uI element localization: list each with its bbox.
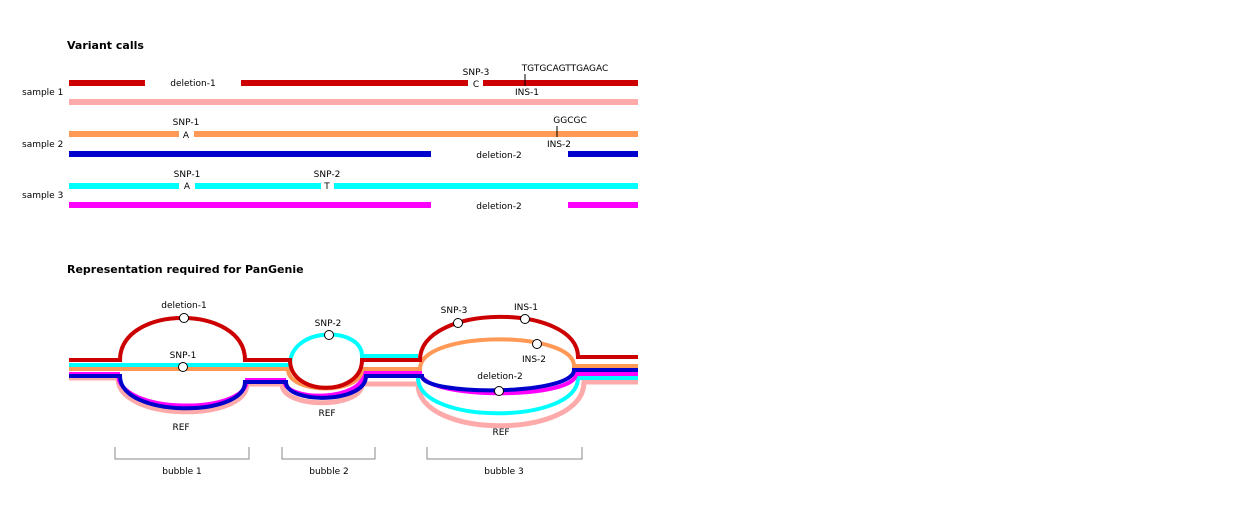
sample-1-haplotype-1 [69,74,638,86]
variation-graph [69,314,638,429]
bubble-1-bracket [114,447,250,460]
snp-1-allele: A [183,131,190,141]
bubble-1-label: bubble 1 [162,467,201,477]
variant-calls-title: Variant calls [67,39,144,52]
sample-3-haplotype-1 [69,183,638,189]
bubble-2-label: bubble 2 [309,467,348,477]
snp-2-allele: T [323,182,330,192]
s1h1-segment [69,80,145,86]
path-sample-1-haplotype-2 [69,375,638,429]
ins-1-label: INS-1 [515,88,539,98]
sample-2-haplotype-2 [69,151,638,157]
s3h1-segment [69,183,179,189]
path-sample-2-haplotype-2 [69,368,638,411]
s3h2-segment [568,202,638,208]
sample-3-label: sample 3 [22,191,63,201]
bubble-3-bracket [426,447,583,460]
graph-ins-1-label: INS-1 [514,303,538,313]
ins-2-label: INS-2 [547,140,571,150]
path-sample-2-haplotype-1 [69,337,638,391]
s3h1-segment [195,183,321,189]
bubble-3-label: bubble 3 [484,467,523,477]
graph-snp-2-label: SNP-2 [315,319,342,329]
sample-3-haplotype-2 [69,202,638,208]
deletion-2-label: deletion-2 [476,151,522,161]
snp-1-allele: A [184,182,191,192]
sample-1-label: sample 1 [22,88,63,98]
snp-1-node [178,362,188,372]
snp-3-label: SNP-3 [463,68,490,78]
s3h1-segment [334,183,638,189]
sample-2-label: sample 2 [22,140,63,150]
path-sample-3-haplotype-1-ref [416,376,638,416]
deletion-2-node [494,386,504,396]
s2h2-segment [568,151,638,157]
graph-snp-1-label: SNP-1 [170,351,197,361]
s1h1-segment [241,80,468,86]
snp-2-label: SNP-2 [314,170,341,180]
snp-2-node [324,330,334,340]
ins-2-node [532,339,542,349]
graph-deletion-1-label: deletion-1 [161,301,207,311]
variant-nodes [178,313,542,396]
pangenie-title: Representation required for PanGenie [67,263,304,276]
path-sample-1-haplotype-1 [69,314,638,390]
s2h2-segment [69,151,431,157]
path-sample-3-haplotype-2 [69,370,638,408]
graph-ref-label: REF [318,409,335,419]
sample-2-haplotype-1 [69,126,638,137]
graph-ref-label: REF [172,423,189,433]
deletion-1-node [179,313,189,323]
sample-1-haplotype-2 [69,99,638,105]
graph-snp-3-label: SNP-3 [441,306,468,316]
s1h1-segment [483,80,638,86]
ins-1-sequence: TGTGCAGTTGAGAC [521,64,609,74]
ins-1-node [520,314,530,324]
deletion-1-label: deletion-1 [170,79,216,89]
s2h1-segment [69,131,179,137]
snp-3-node [453,318,463,328]
graph-ins-2-label: INS-2 [522,355,546,365]
ins-2-sequence: GGCGC [553,116,587,126]
graph-ref-label: REF [492,428,509,438]
bubble-brackets [114,447,583,460]
deletion-2-label: deletion-2 [476,202,522,212]
snp-3-allele: C [473,80,479,90]
s3h2-segment [69,202,431,208]
graph-deletion-2-label: deletion-2 [477,372,523,382]
bubble-2-bracket [281,447,376,460]
snp-1-label: SNP-1 [173,118,200,128]
s2h1-segment [194,131,638,137]
snp-1-label: SNP-1 [174,170,201,180]
